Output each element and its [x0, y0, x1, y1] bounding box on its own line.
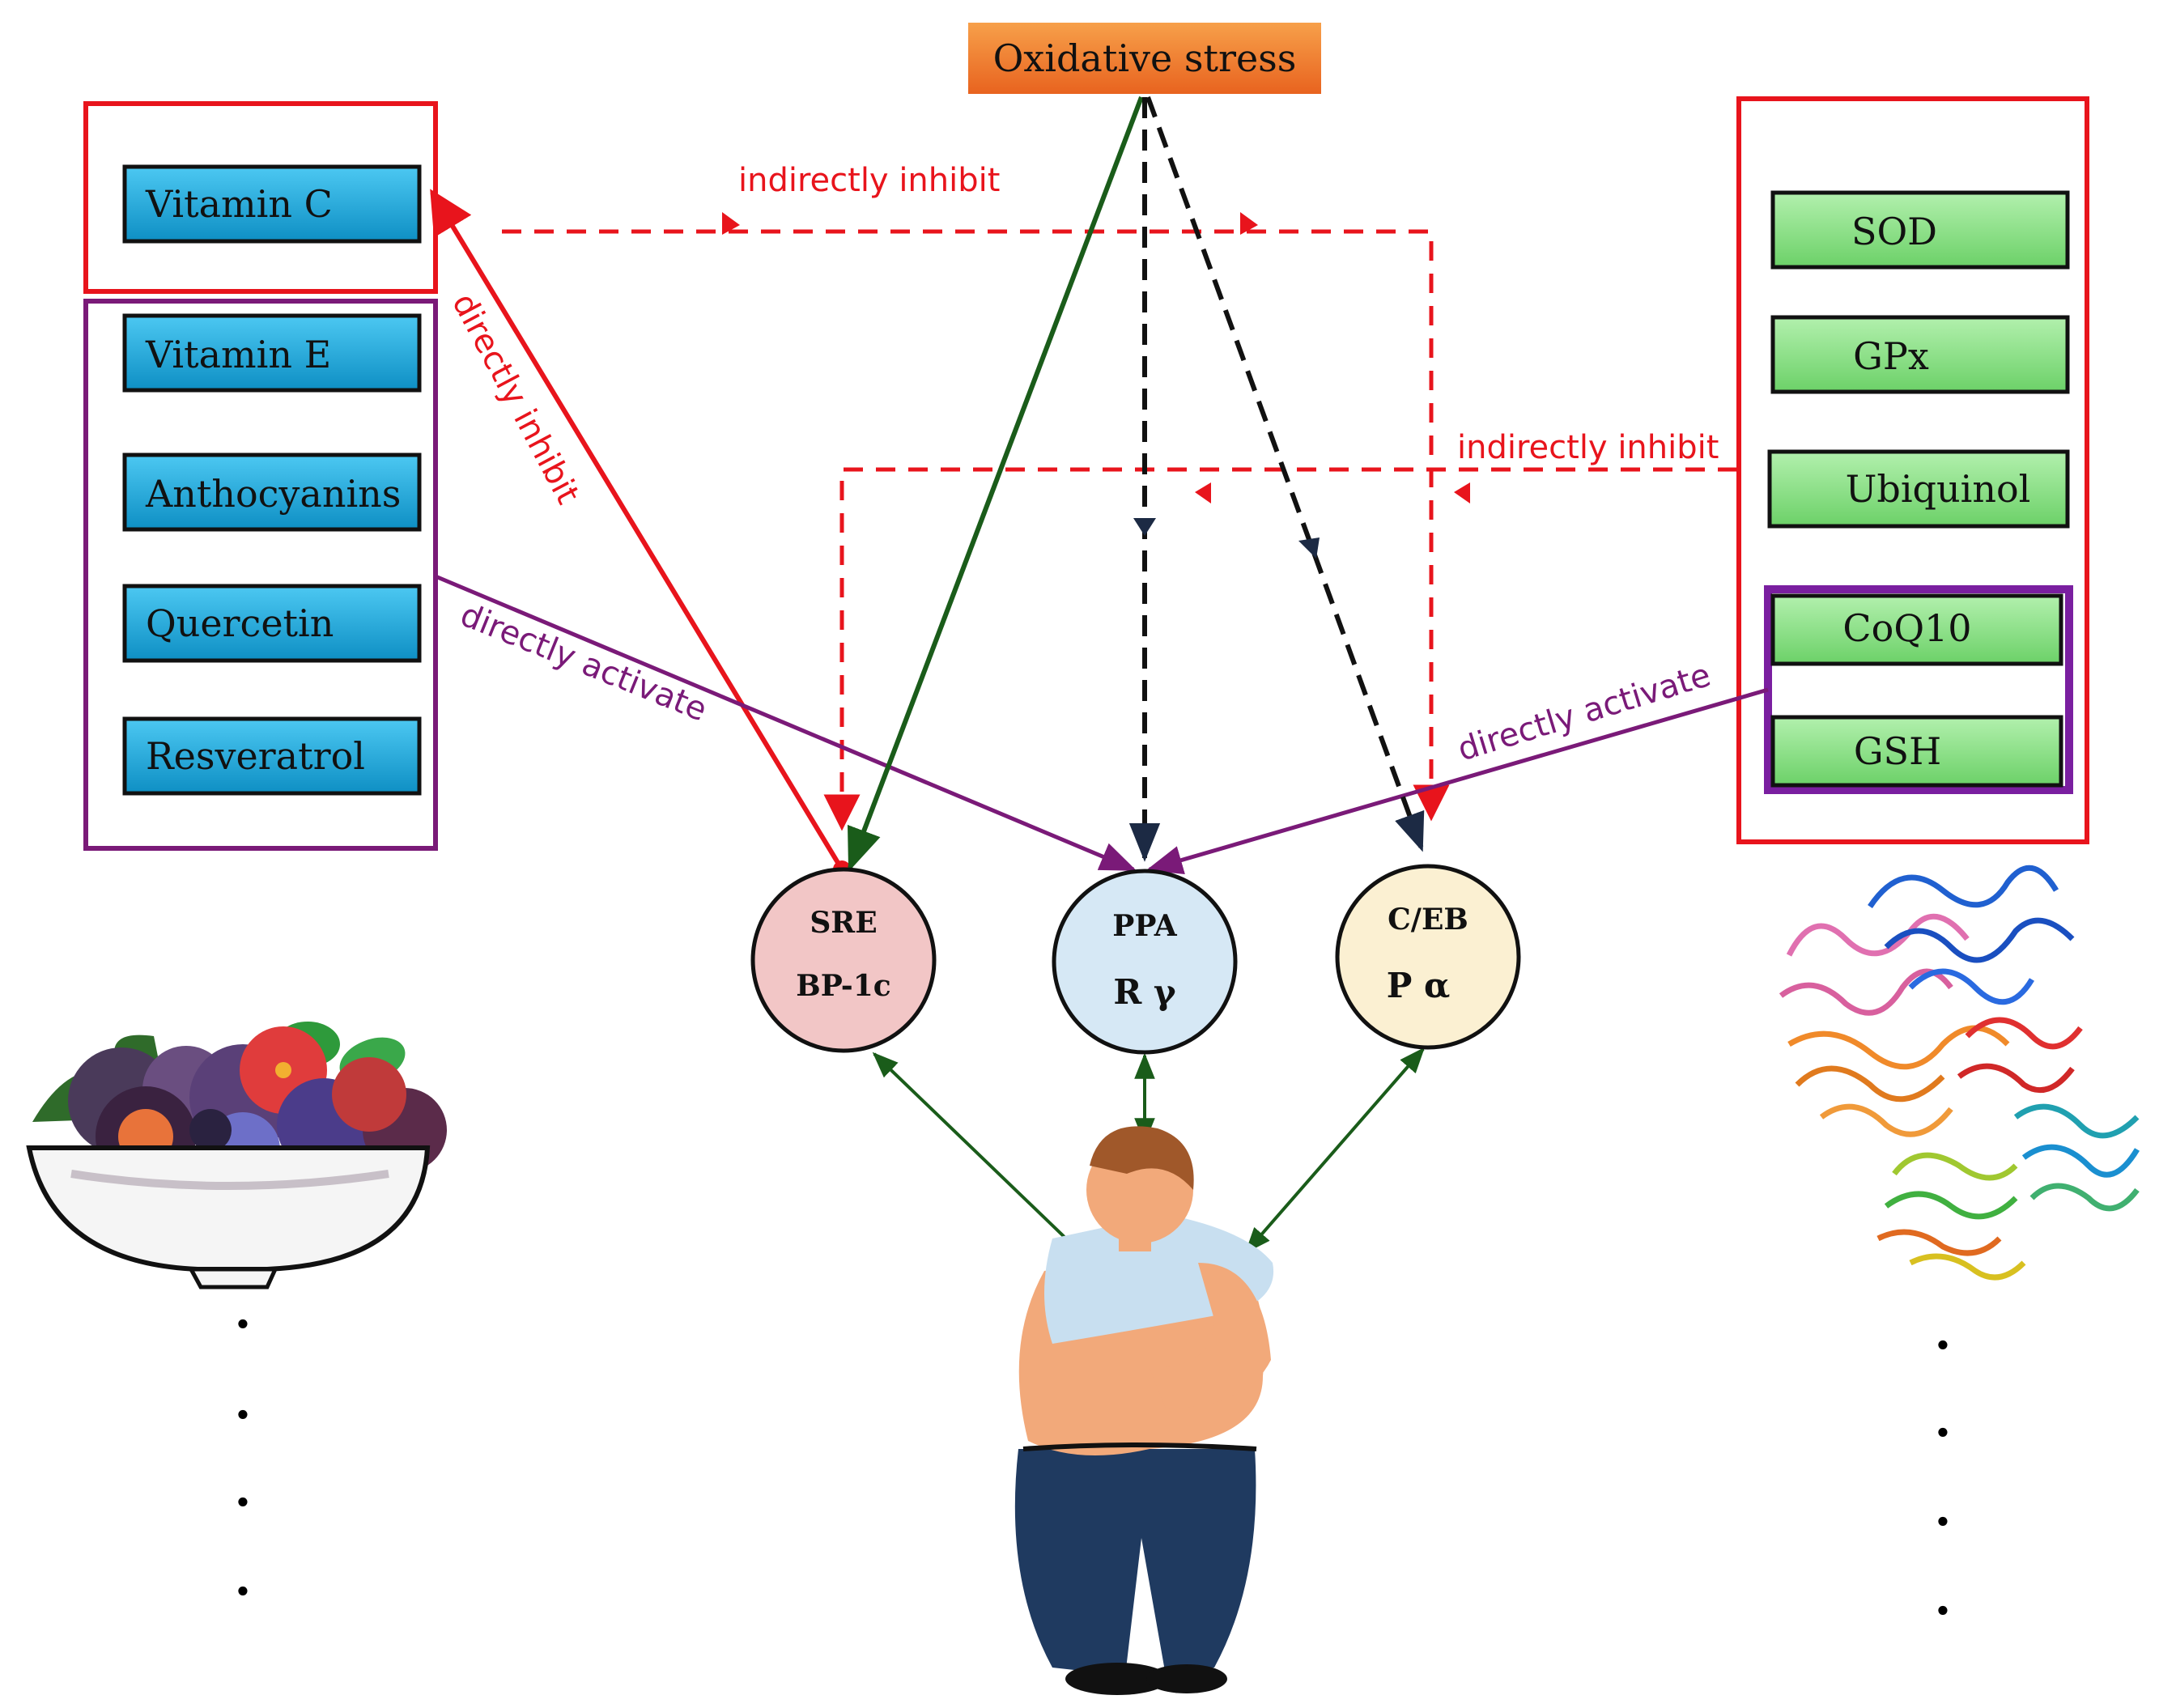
edge-srebp-person [872, 1052, 1094, 1265]
left-box-label: Vitamin C [145, 182, 333, 226]
edge-indirect-inhibit-right [823, 467, 1737, 831]
oxidative-stress-label: Oxidative stress [993, 36, 1297, 80]
right-box-label: CoQ10 [1842, 606, 1971, 650]
node-cebpa: C/EB P α [1335, 864, 1521, 1050]
node-line1: SRE [810, 906, 877, 940]
node-line1: PPA [1112, 909, 1178, 943]
edge-direct-activate-right [1145, 687, 1769, 874]
chevron-marker-icon [722, 212, 740, 235]
oxidative-stress-node: Oxidative stress [968, 23, 1321, 94]
right-box-label: Ubiquinol [1846, 467, 2031, 511]
svg-text:.: . [235, 1374, 252, 1430]
edge-direct-activate-left [435, 574, 1137, 872]
node-pparg: PPA R γ [1052, 869, 1238, 1055]
left-box-quercetin: Quercetin [122, 584, 422, 663]
edge-direct-inhibit [430, 189, 844, 871]
right-box-label: SOD [1851, 210, 1937, 253]
left-box-label: Anthocyanins [145, 472, 401, 516]
svg-text:.: . [235, 1550, 252, 1607]
label-indirect-right: indirectly inhibit [1457, 429, 1719, 466]
svg-text:.: . [1935, 1304, 1952, 1361]
label-indirect-top: indirectly inhibit [738, 162, 1000, 199]
edge-dashed-cebp [1145, 96, 1425, 852]
right-box-ubiquinol: Ubiquinol [1767, 449, 2070, 529]
left-box-vitamin-e: Vitamin E [122, 313, 422, 393]
edge-oxidative-green [847, 96, 1144, 873]
left-box-anthocyanins: Anthocyanins [122, 452, 422, 532]
person-icon [1014, 1126, 1274, 1695]
node-line2: P α [1387, 966, 1451, 1005]
chevron-marker-icon [1195, 482, 1211, 503]
right-box-gpx: GPx [1770, 315, 2070, 394]
edge-indirect-inhibit-top [502, 229, 1450, 822]
chevron-marker-icon [1454, 482, 1470, 503]
right-box-label: GPx [1853, 334, 1929, 378]
edge-cebp-person [1244, 1047, 1426, 1254]
left-box-label: Quercetin [146, 601, 334, 645]
label-direct-activate-left: directly activate [455, 597, 712, 729]
svg-text:.: . [235, 1283, 252, 1340]
left-purple-frame [83, 299, 438, 851]
node-line2: R γ [1113, 972, 1176, 1012]
right-box-gsh: GSH [1770, 715, 2063, 788]
svg-text:.: . [1935, 1391, 1952, 1448]
svg-text:.: . [1935, 1481, 1952, 1537]
right-box-sod: SOD [1770, 190, 2070, 270]
protein-structure-icon [1779, 865, 2140, 1281]
left-box-label: Vitamin E [145, 333, 331, 376]
label-direct-activate-right: directly activate [1453, 656, 1715, 769]
chevron-marker-icon [1240, 212, 1258, 235]
svg-text:.: . [235, 1461, 252, 1518]
right-box-label: GSH [1854, 729, 1941, 773]
chevron-marker-icon [1298, 537, 1320, 559]
left-box-resveratrol: Resveratrol [122, 716, 422, 796]
chevron-marker-icon [1133, 518, 1156, 536]
right-ellipsis: . . . . [1935, 1304, 1952, 1626]
svg-text:.: . [1935, 1570, 1952, 1626]
node-srebp1c: SRE BP-1c [750, 867, 937, 1053]
left-ellipsis: . . . . [235, 1283, 252, 1607]
label-direct-inhibit: directly inhibit [444, 287, 586, 510]
left-box-vitamin-c: Vitamin C [122, 164, 422, 244]
fruit-bowl-icon [26, 1022, 447, 1289]
node-line2: BP-1c [796, 969, 890, 1003]
right-red-frame [1736, 96, 2089, 844]
right-box-coq10: CoQ10 [1770, 593, 2063, 666]
node-line1: C/EB [1388, 903, 1468, 937]
left-box-label: Resveratrol [146, 734, 365, 778]
